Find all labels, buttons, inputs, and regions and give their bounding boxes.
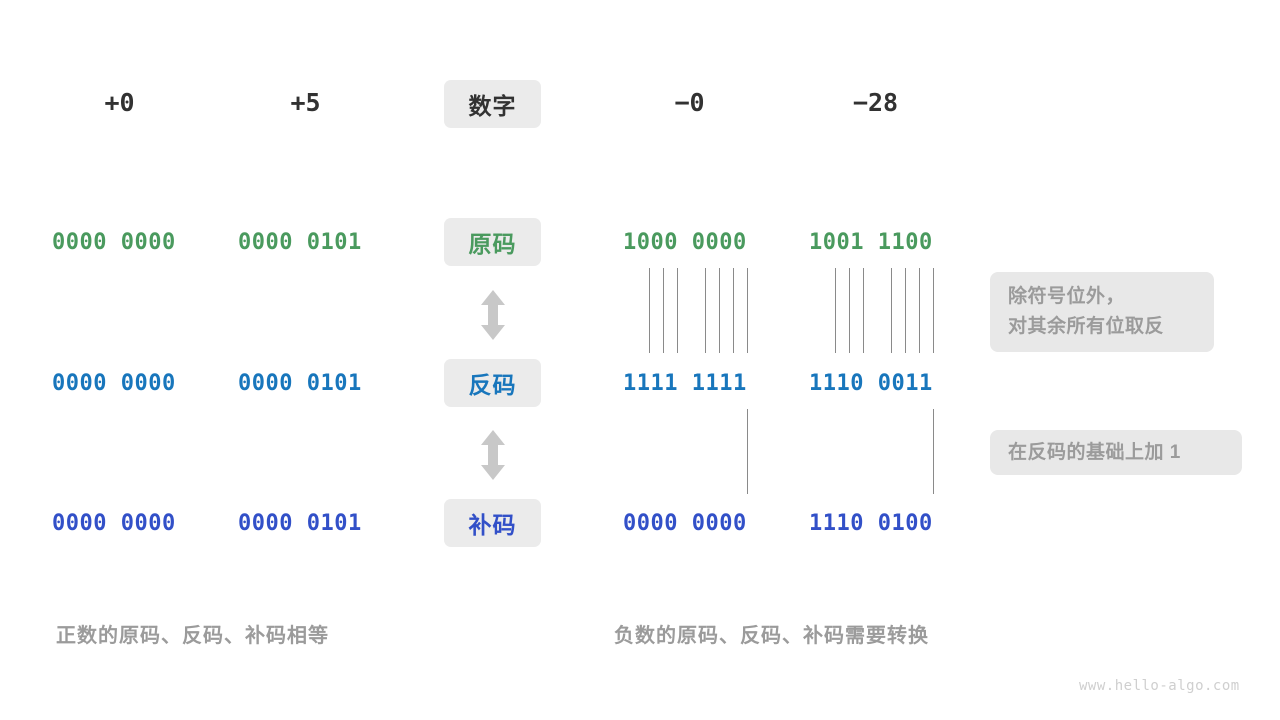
connector-tick <box>835 268 836 353</box>
note-add-one-line-1: 在反码的基础上加 1 <box>1008 441 1181 463</box>
connector-tick <box>663 268 664 353</box>
bits-sign-magnitude-pos-zero: 0000 0000 <box>52 230 176 255</box>
connector-tick <box>677 268 678 353</box>
connector-tick <box>933 268 934 353</box>
connector-tick <box>747 268 748 353</box>
bits-twos-complement-neg-28: 1110 0100 <box>809 511 933 536</box>
connector-tick <box>705 268 706 353</box>
connector-tick <box>649 268 650 353</box>
caption-positive: 正数的原码、反码、补码相等 <box>56 625 329 647</box>
connector-tick <box>933 409 934 494</box>
note-invert-line-2: 对其余所有位取反 <box>1008 316 1165 337</box>
connector-tick <box>863 268 864 353</box>
connector-tick <box>733 268 734 353</box>
row-label-ones-complement: 反码 <box>444 359 541 407</box>
column-header-pos-zero: +0 <box>104 88 135 117</box>
connector-tick <box>919 268 920 353</box>
connector-tick <box>719 268 720 353</box>
note-invert-bits: 除符号位外， 对其余所有位取反 <box>990 272 1214 352</box>
row-label-sign-magnitude: 原码 <box>444 218 541 266</box>
connector-tick <box>747 409 748 494</box>
arrow-ones-to-twos-icon <box>475 428 511 487</box>
column-header-pos-five: +5 <box>290 88 321 117</box>
arrow-origin-to-ones-icon <box>475 288 511 347</box>
column-header-neg-zero: −0 <box>674 88 705 117</box>
bits-twos-complement-neg-zero: 0000 0000 <box>623 511 747 536</box>
bits-sign-magnitude-pos-five: 0000 0101 <box>238 230 362 255</box>
watermark: www.hello-algo.com <box>1079 678 1240 694</box>
caption-negative: 负数的原码、反码、补码需要转换 <box>614 625 929 647</box>
bits-sign-magnitude-neg-zero: 1000 0000 <box>623 230 747 255</box>
bits-ones-complement-neg-28: 1110 0011 <box>809 371 933 396</box>
bits-sign-magnitude-neg-28: 1001 1100 <box>809 230 933 255</box>
note-invert-line-1: 除符号位外， <box>1008 286 1126 307</box>
row-label-twos-complement: 补码 <box>444 499 541 547</box>
bits-twos-complement-pos-five: 0000 0101 <box>238 511 362 536</box>
column-header-neg-28: −28 <box>852 88 899 117</box>
bits-ones-complement-pos-zero: 0000 0000 <box>52 371 176 396</box>
connector-tick <box>849 268 850 353</box>
note-add-one: 在反码的基础上加 1 <box>990 430 1242 475</box>
connector-tick <box>891 268 892 353</box>
bits-ones-complement-neg-zero: 1111 1111 <box>623 371 747 396</box>
connector-tick <box>905 268 906 353</box>
bits-twos-complement-pos-zero: 0000 0000 <box>52 511 176 536</box>
bits-ones-complement-pos-five: 0000 0101 <box>238 371 362 396</box>
row-label-number: 数字 <box>444 80 541 128</box>
